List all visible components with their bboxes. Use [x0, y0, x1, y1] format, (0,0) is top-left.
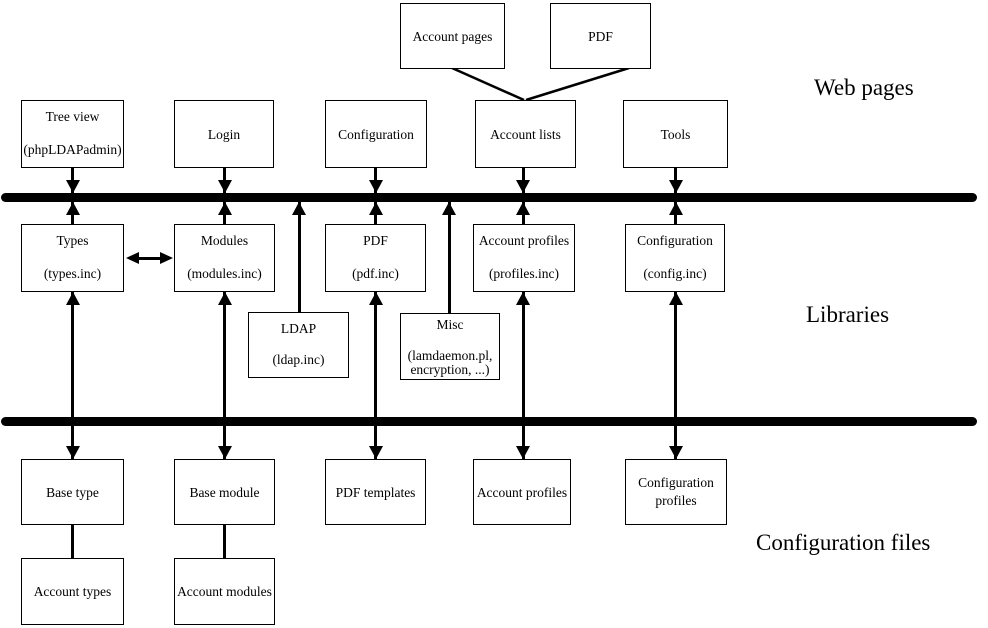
arrowhead-up-into-types: [65, 292, 80, 305]
web-libraries-bus: [1, 193, 977, 202]
arrowhead-down-into-base-type: [65, 446, 80, 459]
node-configuration-page-label: Configuration: [338, 126, 414, 142]
node-configuration-profiles-label: Configuration profiles: [638, 474, 714, 510]
node-modules: Modules (modules.inc): [174, 224, 275, 292]
arrowhead-up-modules-bus: [217, 202, 232, 215]
section-label-web-pages: Web pages: [814, 75, 914, 100]
section-label-configuration-files: Configuration files: [756, 530, 931, 555]
node-account-profiles-lib-subtitle: (profiles.inc): [488, 266, 560, 281]
node-configuration-page: Configuration: [325, 100, 427, 168]
section-label-libraries: Libraries: [806, 302, 890, 327]
node-tree-view-title: Tree view: [45, 109, 100, 124]
node-ldap-title: LDAP: [280, 321, 317, 336]
node-modules-subtitle: (modules.inc): [187, 266, 262, 281]
arrowhead-up-into-modules: [217, 292, 232, 305]
node-pdf-lib-subtitle: (pdf.inc): [352, 266, 399, 281]
node-configuration-lib-subtitle: (config.inc): [643, 266, 707, 281]
arrowhead-up-into-account-profiles-lib: [516, 292, 530, 305]
node-pdf-templates-label: PDF templates: [335, 484, 416, 500]
node-modules-title: Modules: [200, 233, 249, 248]
arrowhead-down-tree-view-bus: [65, 180, 80, 193]
node-tree-view: Tree view (phpLDAPadmin): [21, 100, 124, 168]
arrowhead-down-login-bus: [217, 180, 232, 193]
node-types: Types (types.inc): [21, 224, 124, 292]
node-base-module-label: Base module: [189, 484, 260, 500]
node-misc-subtitle-1: (lamdaemon.pl,: [407, 348, 493, 363]
arrowhead-down-account-lists-bus: [516, 180, 530, 193]
line-account-pages-to-account-lists: [451, 66, 525, 102]
line-pdf-to-account-lists: [525, 66, 630, 102]
node-login: Login: [174, 100, 274, 168]
line-ldap-to-bus: [297, 202, 301, 312]
arrowhead-down-into-pdf-templates: [368, 446, 383, 459]
node-pdf-lib: PDF (pdf.inc): [325, 224, 426, 292]
line-modules-to-base-module: [223, 292, 226, 459]
node-tools-label: Tools: [660, 126, 691, 142]
node-base-type-label: Base type: [46, 484, 99, 500]
node-account-profiles-lib-title: Account profiles: [478, 233, 570, 248]
node-ldap: LDAP (ldap.inc): [248, 312, 349, 378]
node-account-types: Account types: [21, 558, 124, 625]
node-pdf-page: PDF: [550, 3, 651, 69]
line-misc-to-bus: [447, 202, 451, 313]
arrowhead-up-into-configuration-lib: [668, 292, 683, 305]
line-types-to-base-type: [71, 292, 74, 459]
line-pdf-lib-to-pdf-templates: [374, 292, 377, 459]
arrowhead-down-into-base-module: [217, 446, 232, 459]
line-base-type-to-account-types: [71, 525, 74, 558]
node-configuration-profiles: Configuration profiles: [625, 459, 727, 525]
node-pdf-templates: PDF templates: [325, 459, 426, 525]
arrowhead-up-pdf-lib-bus: [368, 202, 383, 215]
node-ldap-subtitle: (ldap.inc): [272, 352, 325, 367]
arrowhead-right-modules: [160, 252, 173, 264]
arrowhead-down-configuration-bus: [368, 180, 383, 193]
arrowhead-up-types-bus: [65, 202, 80, 215]
node-base-type: Base type: [21, 459, 124, 525]
arrowhead-down-into-account-profiles-file: [516, 446, 530, 459]
node-configuration-lib-title: Configuration: [637, 233, 713, 248]
node-misc-title: Misc: [436, 317, 464, 332]
node-base-module: Base module: [174, 459, 275, 525]
node-pdf-page-label: PDF: [588, 28, 613, 44]
node-types-title: Types: [56, 233, 89, 248]
node-account-modules: Account modules: [174, 558, 275, 625]
node-login-label: Login: [207, 126, 241, 142]
node-types-subtitle: (types.inc): [43, 266, 102, 281]
line-configuration-lib-to-profiles: [674, 292, 677, 459]
node-account-lists-label: Account lists: [490, 126, 561, 142]
line-types-modules: [138, 257, 161, 260]
node-account-profiles-lib: Account profiles (profiles.inc): [473, 224, 575, 292]
arrowhead-down-into-configuration-profiles: [668, 446, 683, 459]
arrowhead-up-into-pdf-lib: [368, 292, 383, 305]
node-account-pages: Account pages: [400, 3, 505, 69]
line-account-profiles-lib-to-file: [521, 292, 525, 459]
node-account-pages-label: Account pages: [412, 28, 493, 44]
node-configuration-profiles-line1: Configuration: [638, 475, 714, 490]
node-misc: Misc (lamdaemon.pl, encryption, ...): [400, 313, 500, 380]
arrowhead-down-tools-bus: [668, 180, 683, 193]
node-configuration-lib: Configuration (config.inc): [625, 224, 725, 292]
line-base-module-to-account-modules: [223, 525, 226, 558]
arrowhead-up-configuration-lib-bus: [668, 202, 683, 215]
node-account-modules-label: Account modules: [177, 584, 272, 599]
arrowhead-up-ldap-bus: [292, 202, 306, 215]
node-tools: Tools: [623, 100, 728, 168]
node-configuration-profiles-line2: profiles: [655, 493, 697, 508]
arrowhead-left-types: [126, 252, 139, 264]
libraries-config-bus: [1, 417, 977, 426]
arrowhead-up-misc-bus: [442, 202, 456, 215]
node-pdf-lib-title: PDF: [363, 233, 388, 248]
node-misc-subtitle-2: encryption, ...): [410, 362, 490, 377]
arrowhead-up-account-profiles-bus: [516, 202, 530, 215]
node-account-types-label: Account types: [33, 584, 112, 599]
node-account-profiles-file: Account profiles: [473, 459, 571, 525]
node-misc-subtitle-group: (lamdaemon.pl, encryption, ...): [408, 349, 493, 377]
node-tree-view-subtitle: (phpLDAPadmin): [23, 142, 122, 157]
node-account-profiles-file-label: Account profiles: [476, 484, 568, 500]
node-account-lists: Account lists: [475, 100, 576, 168]
